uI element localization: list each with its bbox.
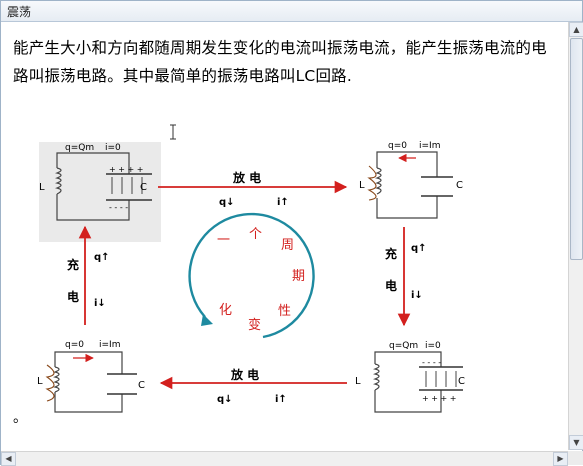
svg-text:i=0: i=0 bbox=[425, 341, 441, 351]
svg-text:q↑: q↑ bbox=[411, 243, 427, 254]
cycle-char: 性 bbox=[278, 304, 291, 319]
svg-text:C: C bbox=[138, 380, 145, 391]
circuit-top-left: q=Qm i=0 L + + + + - - - - C bbox=[39, 142, 161, 242]
content-area: 能产生大小和方向都随周期发生变化的电流叫振荡电流，能产生振荡电流的电路叫振荡电路… bbox=[1, 22, 567, 450]
horizontal-scrollbar[interactable]: ◀ ▶ bbox=[1, 451, 568, 466]
svg-text:q=0: q=0 bbox=[388, 141, 407, 151]
scroll-down-button[interactable]: ▼ bbox=[569, 435, 583, 450]
svg-text:i=Im: i=Im bbox=[99, 340, 120, 350]
svg-text:电: 电 bbox=[385, 278, 397, 293]
svg-text:q↑: q↑ bbox=[94, 252, 110, 263]
lc-oscillation-diagram: q=Qm i=0 L + + + + - - - - C q=0 i=Im bbox=[13, 124, 465, 426]
svg-text:C: C bbox=[456, 180, 463, 191]
arrow-bottom-discharge: 放 电 q↓ i↑ bbox=[159, 367, 347, 405]
cycle-char: 一 bbox=[217, 233, 230, 248]
svg-text:q↓: q↓ bbox=[217, 394, 233, 405]
label-L: L bbox=[39, 182, 45, 193]
cycle-char: 周 bbox=[281, 238, 294, 253]
svg-text:i↑: i↑ bbox=[277, 197, 289, 208]
circuit-bottom-left: q=0 i=Im L C bbox=[37, 340, 145, 413]
svg-text:+ + + +: + + + + bbox=[109, 165, 143, 174]
arrow-top-discharge: 放 电 q↓ i↑ bbox=[158, 170, 348, 208]
cycle-char: 期 bbox=[292, 269, 305, 284]
cycle-char: 个 bbox=[249, 227, 262, 242]
scrollbar-corner bbox=[568, 451, 583, 465]
svg-text:- - - -: - - - - bbox=[109, 203, 128, 212]
svg-text:i↓: i↓ bbox=[94, 298, 106, 309]
cycle-char: 化 bbox=[219, 303, 232, 318]
svg-text:L: L bbox=[359, 180, 365, 191]
svg-text:充: 充 bbox=[67, 257, 79, 272]
title-bar: 震荡 bbox=[1, 1, 582, 22]
svg-text:q=0: q=0 bbox=[65, 340, 84, 350]
arrow-right-charge: 充 电 q↑ i↓ bbox=[385, 227, 427, 327]
circuit-bottom-right: q=Qm i=0 L - - - - + + + + C bbox=[355, 341, 465, 413]
svg-text:L: L bbox=[355, 376, 361, 387]
text-cursor-icon bbox=[170, 124, 176, 140]
svg-text:放 电: 放 电 bbox=[232, 170, 261, 185]
svg-text:i↓: i↓ bbox=[411, 290, 423, 301]
svg-text:q=Qm: q=Qm bbox=[389, 341, 418, 351]
svg-text:- - - -: - - - - bbox=[422, 358, 441, 367]
svg-text:i↑: i↑ bbox=[275, 394, 287, 405]
scroll-right-button[interactable]: ▶ bbox=[553, 452, 568, 466]
label-q: q=Qm bbox=[65, 143, 94, 153]
svg-text:L: L bbox=[37, 376, 43, 387]
trailing-mark: 。 bbox=[13, 410, 27, 426]
label-C: C bbox=[140, 182, 147, 193]
scroll-thumb[interactable] bbox=[570, 38, 583, 260]
circuit-top-right: q=0 i=Im L C bbox=[359, 141, 463, 219]
svg-text:+ + + +: + + + + bbox=[422, 394, 456, 403]
vertical-scrollbar[interactable]: ▲ ▼ bbox=[568, 22, 583, 450]
svg-text:电: 电 bbox=[67, 289, 79, 304]
scroll-up-button[interactable]: ▲ bbox=[569, 22, 583, 37]
intro-paragraph: 能产生大小和方向都随周期发生变化的电流叫振荡电流，能产生振荡电流的电路叫振荡电路… bbox=[13, 39, 547, 85]
inductor-coil bbox=[54, 167, 62, 195]
svg-text:q↓: q↓ bbox=[219, 197, 235, 208]
svg-text:充: 充 bbox=[385, 246, 397, 261]
svg-text:C: C bbox=[458, 376, 465, 387]
label-i: i=0 bbox=[105, 143, 121, 153]
window-title: 震荡 bbox=[7, 5, 32, 19]
scroll-left-button[interactable]: ◀ bbox=[1, 452, 16, 466]
arrow-left-charge: 充 电 q↑ i↓ bbox=[67, 225, 110, 325]
svg-text:放 电: 放 电 bbox=[230, 367, 259, 382]
cycle-char: 变 bbox=[248, 317, 261, 333]
cycle-circle: 一 个 周 期 性 变 化 bbox=[188, 212, 315, 339]
svg-text:i=Im: i=Im bbox=[419, 141, 440, 151]
